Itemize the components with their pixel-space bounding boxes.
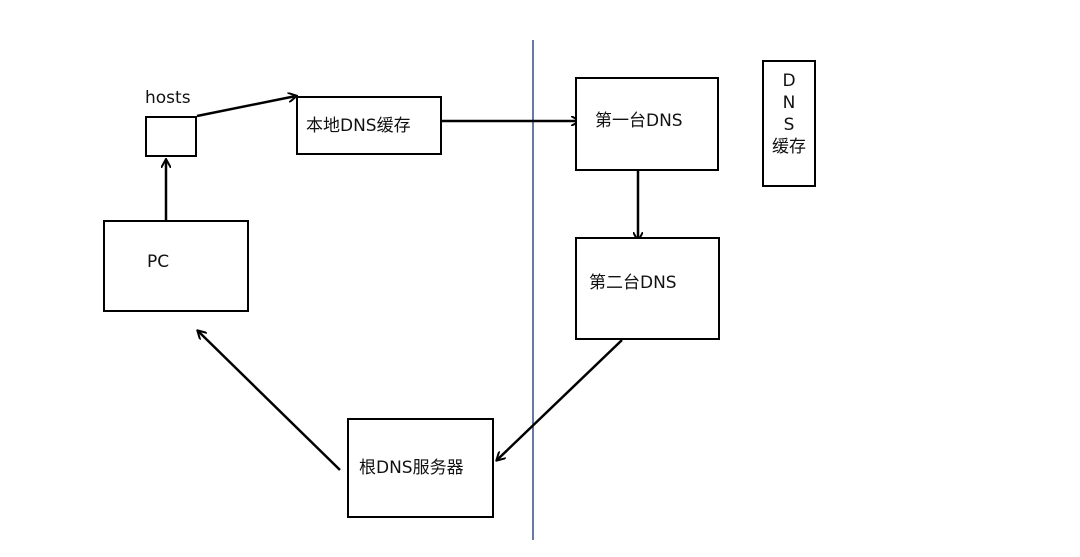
second-dns-box: 第二台DNS bbox=[575, 237, 720, 340]
dns-cache-line-d: D bbox=[782, 71, 796, 91]
dns-cache-line-s: S bbox=[783, 115, 795, 135]
arrow-second-dns-to-root-dns bbox=[497, 339, 623, 460]
dns-cache-side-label: D N S 缓存 bbox=[764, 70, 814, 158]
local-dns-cache-box: 本地DNS缓存 bbox=[296, 96, 442, 155]
first-dns-label: 第一台DNS bbox=[595, 111, 683, 131]
arrow-root-dns-to-pc bbox=[198, 331, 341, 471]
pc-box: PC bbox=[103, 220, 249, 312]
arrow-hosts-to-local-cache bbox=[196, 96, 296, 118]
pc-label: PC bbox=[147, 252, 170, 272]
root-dns-server-box: 根DNS服务器 bbox=[347, 418, 494, 518]
hosts-box bbox=[145, 116, 197, 157]
first-dns-box: 第一台DNS bbox=[575, 77, 719, 171]
dns-cache-line-n: N bbox=[782, 93, 796, 113]
dns-cache-line-cache: 缓存 bbox=[772, 137, 806, 157]
second-dns-label: 第二台DNS bbox=[589, 273, 677, 293]
root-dns-server-label: 根DNS服务器 bbox=[359, 458, 464, 478]
dns-cache-side-box: D N S 缓存 bbox=[762, 60, 816, 187]
local-dns-cache-label: 本地DNS缓存 bbox=[306, 116, 411, 136]
hosts-label: hosts bbox=[145, 88, 191, 108]
